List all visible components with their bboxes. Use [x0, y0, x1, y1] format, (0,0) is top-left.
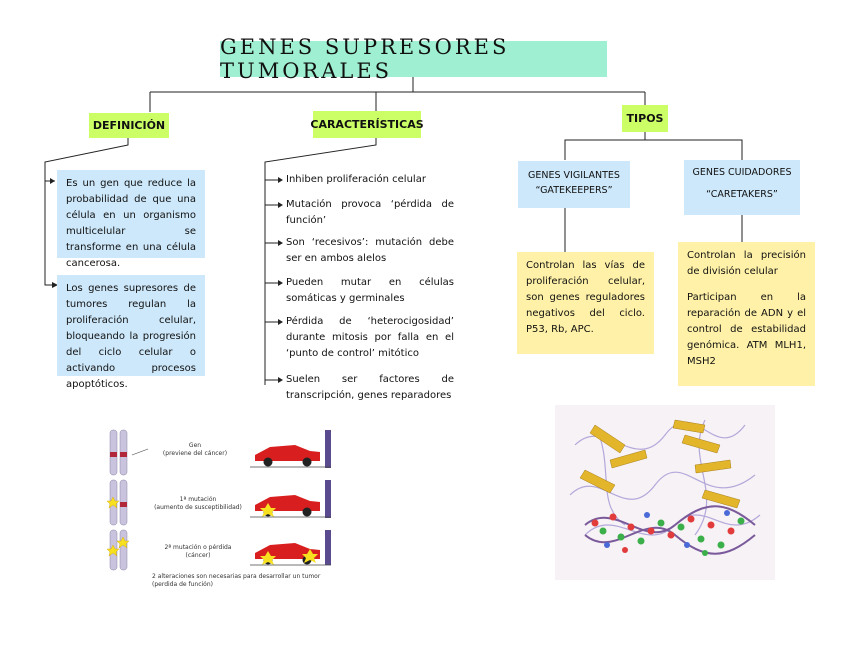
- genes-cuidadores-name: GENES CUIDADORES: [692, 167, 792, 178]
- car-icon: [250, 530, 331, 566]
- caracteristicas-heading: CARACTERÍSTICAS: [310, 111, 424, 138]
- caracteristica-item: Mutación provoca ‘pérdida de función’: [286, 199, 454, 226]
- caracteristica-item: Son ‘recesivos’: mutación debe ser en am…: [286, 237, 454, 264]
- definicion-heading: DEFINICIÓN: [89, 113, 169, 138]
- genes-vigilantes-box: GENES VIGILANTES “GATEKEEPERS”: [518, 161, 630, 208]
- genes-cuidadores-alias: “CARETAKERS”: [706, 189, 778, 200]
- genes-cuidadores-box: GENES CUIDADORES “CARETAKERS”: [684, 160, 800, 215]
- protein-dna-structure-image: [555, 405, 775, 580]
- genes-cuidadores-description: Controlan la precisión de división celul…: [678, 242, 815, 386]
- figure-caption: 2 alteraciones son necesarias para desar…: [152, 573, 342, 589]
- figure-caption-1: 2 alteraciones son necesarias para desar…: [152, 573, 321, 580]
- dna-helix: [584, 505, 756, 556]
- page-title: GENES SUPRESORES TUMORALES: [220, 35, 607, 83]
- figure-label-3: 2ª mutación o pérdida (cáncer): [148, 544, 248, 560]
- genes-cuidadores-text-2: Participan en la reparación de ADN y el …: [687, 292, 806, 367]
- figure-label-1a: Gen: [188, 442, 202, 449]
- definicion-box-2: Los genes supresores de tumores regulan …: [57, 275, 205, 390]
- car-icon: [250, 480, 331, 518]
- chromosome-pair: [106, 529, 130, 571]
- figure-label-3b: (cáncer): [185, 552, 211, 559]
- genes-vigilantes-name: GENES VIGILANTES: [528, 170, 620, 181]
- figure-label-2: 1ª mutación (aumento de susceptibilidad): [148, 496, 248, 512]
- caracteristica-item: Pérdida de ‘heterocigosidad’ durante mit…: [286, 316, 454, 359]
- genes-vigilantes-alias: “GATEKEEPERS”: [535, 185, 613, 196]
- chromosome-pair: [106, 479, 128, 526]
- figure-label-2b: (aumento de susceptibilidad): [154, 504, 242, 511]
- figure-label-1b: (previene del cáncer): [162, 450, 228, 457]
- caracteristica-item: Inhiben proliferación celular: [286, 174, 426, 185]
- figure-label-1: Gen (previene del cáncer): [150, 442, 240, 458]
- caracteristica-item: Pueden mutar en células somáticas y germ…: [286, 277, 454, 304]
- definicion-box-1: Es un gen que reduce la probabilidad de …: [57, 170, 205, 269]
- genes-vigilantes-description: Controlan las vías de proliferación celu…: [517, 252, 654, 354]
- tipos-heading: TIPOS: [622, 105, 668, 132]
- figure-caption-2: (perdida de función): [152, 581, 213, 588]
- caracteristica-item: Suelen ser factores de transcripción, ge…: [286, 374, 454, 401]
- figure-label-3a: 2ª mutación o pérdida: [164, 544, 232, 551]
- genes-cuidadores-text-1: Controlan la precisión de división celul…: [687, 250, 806, 277]
- figure-label-2a: 1ª mutación: [179, 496, 217, 503]
- chromosome-pair: [109, 429, 149, 476]
- car-icon: [250, 430, 331, 468]
- mutation-illustration: [106, 429, 331, 571]
